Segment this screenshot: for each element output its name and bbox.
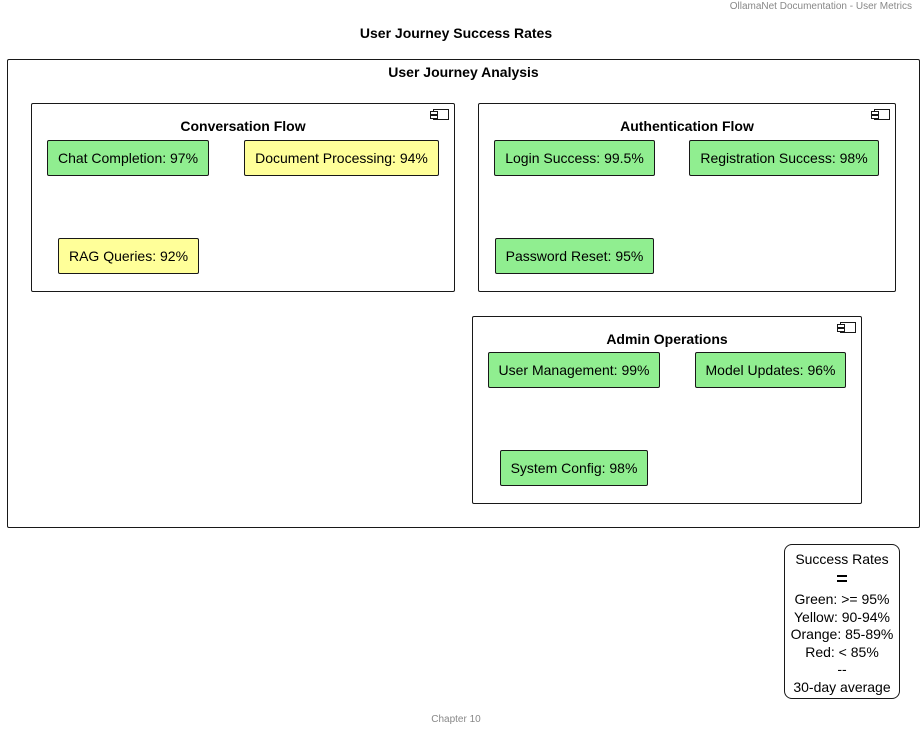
footer-note: Chapter 10 xyxy=(431,714,481,725)
header-note: OllamaNet Documentation - User Metrics xyxy=(729,1,912,12)
node-document-processing: Document Processing: 94% xyxy=(244,140,439,176)
legend-line: Yellow: 90-94% xyxy=(794,609,890,625)
node-password-reset: Password Reset: 95% xyxy=(495,238,654,274)
diagram-title: User Journey Success Rates xyxy=(359,25,553,41)
package-label: Conversation Flow xyxy=(180,118,306,134)
frame-label: User Journey Analysis xyxy=(388,64,539,80)
legend-line: -- xyxy=(837,661,847,677)
legend-line: Red: < 85% xyxy=(805,644,879,660)
legend-rule xyxy=(837,575,847,577)
legend-line: 30-day average xyxy=(793,679,891,695)
legend-line: Green: >= 95% xyxy=(794,591,890,607)
package-label: Admin Operations xyxy=(606,331,728,347)
node-system-config: System Config: 98% xyxy=(500,450,648,486)
node-login-success: Login Success: 99.5% xyxy=(494,140,655,176)
node-model-updates: Model Updates: 96% xyxy=(695,352,846,388)
node-chat-completion: Chat Completion: 97% xyxy=(47,140,209,176)
legend-rule xyxy=(837,580,847,582)
component-icon xyxy=(837,322,856,333)
component-icon xyxy=(430,109,449,120)
legend-line: Orange: 85-89% xyxy=(790,626,894,642)
component-icon xyxy=(871,109,890,120)
node-user-management: User Management: 99% xyxy=(488,352,660,388)
legend-title: Success Rates xyxy=(795,551,889,567)
package-label: Authentication Flow xyxy=(620,118,754,134)
node-registration-success: Registration Success: 98% xyxy=(689,140,879,176)
legend: Success Rates Green: >= 95% Yellow: 90-9… xyxy=(784,544,900,699)
node-rag-queries: RAG Queries: 92% xyxy=(58,238,199,274)
